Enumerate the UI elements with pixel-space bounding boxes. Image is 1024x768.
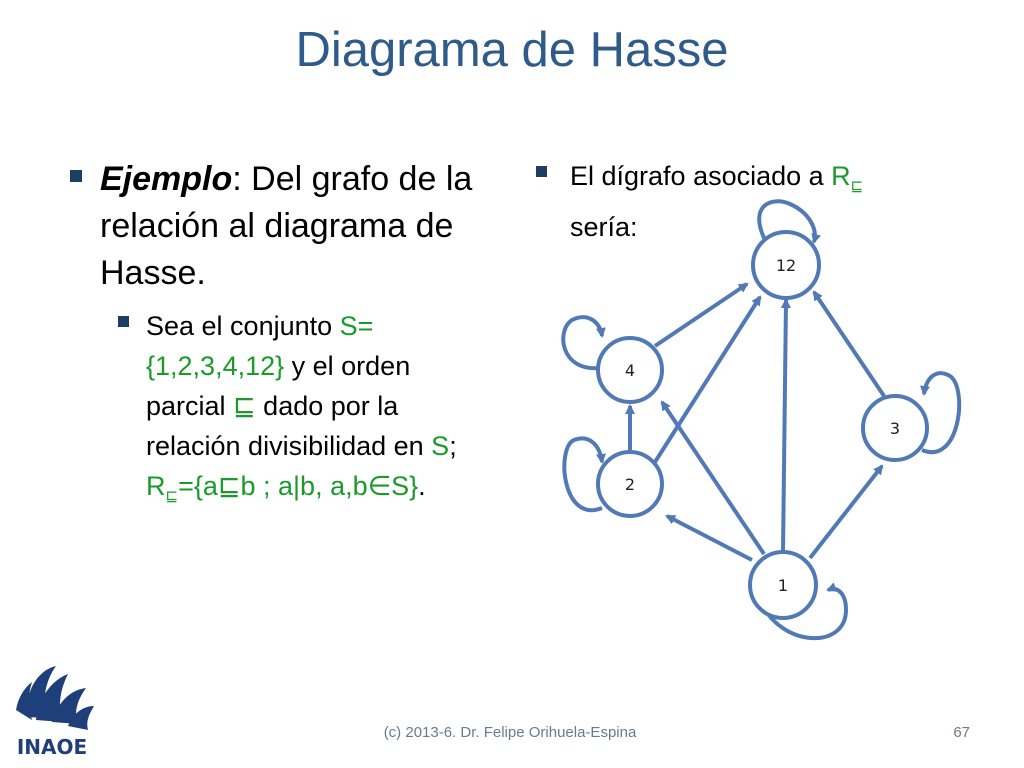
digrafo-subscript: ⊑: [850, 178, 864, 195]
bullet-marker: [70, 170, 82, 182]
digrafo-r: R: [831, 161, 851, 191]
node-1: [748, 550, 818, 620]
conjunto-text-b: y el orden parcial: [146, 351, 411, 421]
digrafo-text-b: sería:: [570, 212, 638, 242]
relation-definition: R⊑={a⊑b ; a|b, a,b∈S}: [146, 471, 419, 505]
conjunto-text-c: dado por la relación divisibilidad en: [146, 391, 432, 461]
relation-r: R: [146, 471, 166, 501]
loop-12: [757, 199, 821, 244]
loop-4: [561, 315, 606, 371]
bullet-conjunto: Sea el conjunto S={1,2,3,4,12} y el orde…: [146, 306, 491, 517]
logo-text: INAOE: [17, 735, 87, 759]
node-label-4: 4: [625, 361, 635, 380]
bullet-ejemplo-emphasis: Ejemplo: [100, 160, 233, 198]
bullet-digrafo: El dígrafo asociado a R⊑ sería:: [570, 156, 990, 247]
conjunto-text-a: Sea el conjunto: [146, 311, 340, 341]
set-name: S: [431, 431, 450, 461]
page-number: 67: [953, 724, 970, 741]
footer-credit: (c) 2013-6. Dr. Felipe Orihuela-Espina: [383, 724, 637, 741]
conjunto-set: S={1,2,3,4,12}: [146, 311, 374, 381]
node-label-2: 2: [625, 475, 635, 494]
node-label-3: 3: [890, 419, 900, 438]
slide-title: Diagrama de Hasse: [295, 23, 729, 77]
edge-4-12: [653, 282, 749, 348]
edge-2-12: [653, 295, 762, 464]
bullet-ejemplo-text: : Del grafo de la relación al diagrama d…: [100, 160, 473, 292]
bullet-ejemplo: Ejemplo: Del grafo de la relación al dia…: [100, 156, 480, 297]
loop-2: [562, 436, 606, 513]
node-label-12: 12: [776, 256, 796, 275]
inaoe-logo: INAOE: [16, 666, 94, 759]
node-3: [861, 394, 929, 462]
digrafo-text-a: El dígrafo asociado a: [570, 161, 832, 191]
edge-1-2: [665, 514, 753, 562]
conjunto-text-d: ;: [449, 431, 457, 461]
relation-subscript: ⊑: [165, 488, 179, 505]
loop-1: [758, 582, 849, 641]
node-4: [596, 336, 664, 404]
edge-1-12: [780, 298, 791, 553]
order-symbol: ⊑: [233, 391, 256, 421]
edge-1-3: [808, 464, 884, 560]
relation-body: ={a⊑b ; a|b, a,b∈S}: [178, 471, 419, 501]
node-label-1: 1: [778, 576, 788, 595]
bullet-marker: [118, 316, 129, 327]
node-2: [596, 450, 664, 518]
edge-3-12: [812, 290, 886, 398]
loop-3: [920, 371, 962, 455]
relation-end: .: [418, 471, 426, 501]
node-12: [751, 230, 821, 300]
bullet-marker: [536, 166, 547, 177]
